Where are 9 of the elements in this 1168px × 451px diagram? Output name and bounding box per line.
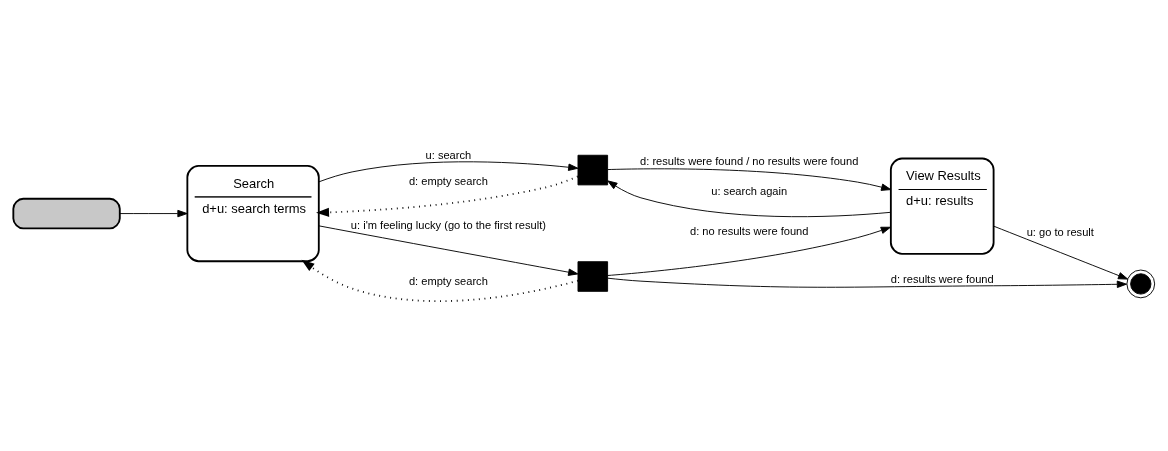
edge-label: u: i'm feeling lucky (go to the first result) bbox=[350, 218, 546, 231]
edge-label: d: results were found bbox=[890, 272, 994, 285]
edge-label: d: results were found / no results were found bbox=[640, 155, 859, 168]
edge-label: u: search bbox=[425, 148, 472, 161]
edge-label: u: go to result bbox=[1026, 226, 1094, 239]
edge-label: d: no results were found bbox=[690, 224, 809, 237]
edge-label: u: search again bbox=[711, 184, 788, 197]
edge-label: d: empty search bbox=[408, 275, 488, 288]
edge-label: d: empty search bbox=[408, 174, 488, 187]
